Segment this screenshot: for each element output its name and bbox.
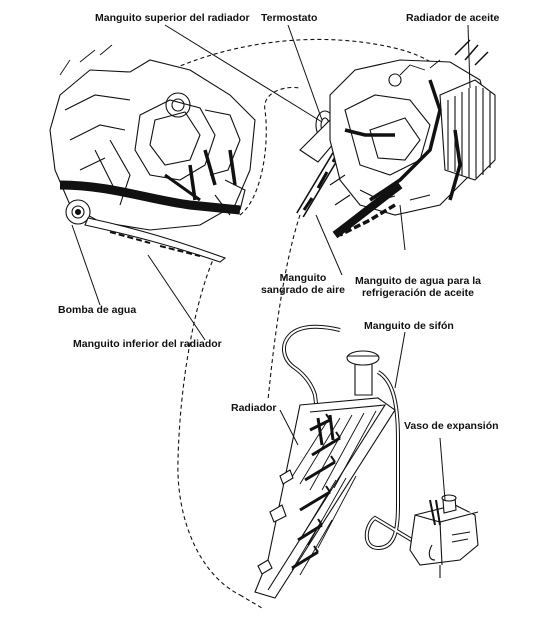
oil-cooling-water-hose — [332, 181, 403, 239]
radiator — [254, 350, 396, 599]
oil-cooler-label: Radiador de aceite — [406, 12, 500, 24]
expansion-tank — [409, 494, 479, 578]
oil-cooling-hose-label: Manguito de agua para la refrigeración d… — [348, 275, 488, 299]
expansion-tank-label: Vaso de expansión — [404, 420, 499, 432]
oil-cooling-hose-label-line2: refrigeración de aceite — [361, 287, 475, 299]
lower-radiator-hose — [59, 180, 241, 263]
air-bleed-hose-label-line1: Manguito — [279, 272, 327, 284]
radiator-label: Radiador — [231, 402, 277, 414]
water-pump-label: Bomba de agua — [58, 304, 137, 316]
engine-right-coolant-lines — [339, 79, 462, 237]
leader-lines — [71, 24, 471, 501]
lower-radiator-hose-label: Manguito inferior del radiador — [73, 338, 222, 350]
water-pump — [65, 199, 91, 225]
air-bleed-hose — [282, 324, 341, 421]
upper-radiator-hose-label: Manguito superior del radiador — [95, 12, 250, 24]
oil-cooling-hose-label-line1: Manguito de agua para la — [354, 275, 482, 287]
siphon-hose — [364, 370, 422, 551]
thermostat-label: Termostato — [261, 12, 318, 24]
oil-cooler — [439, 39, 496, 181]
air-bleed-hose-label-line2: sangrado de aire — [260, 284, 346, 296]
dashed-connection-outline — [124, 38, 451, 609]
air-bleed-hose-label: Manguito sangrado de aire — [258, 272, 348, 296]
siphon-hose-label: Manguito de sifón — [364, 320, 454, 332]
